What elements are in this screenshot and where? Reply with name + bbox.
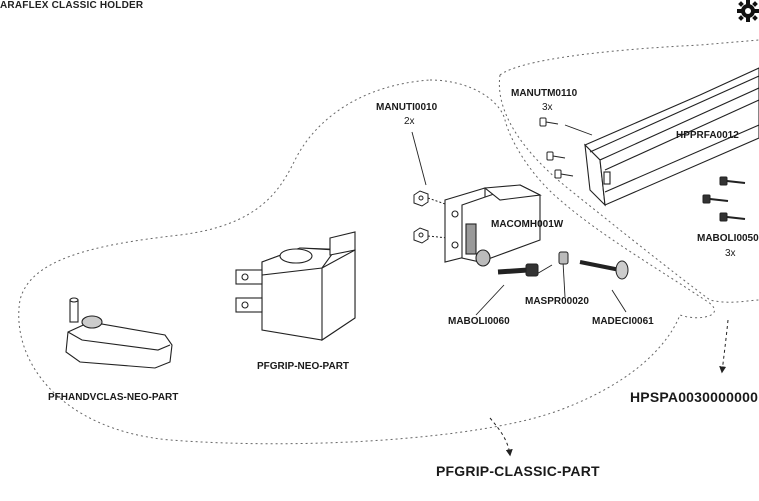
spring-maspr	[558, 251, 569, 265]
handle-classic	[65, 297, 173, 369]
label-maspr-code: MASPR00020	[525, 296, 589, 307]
label-maboli-right-code: MABOLI0050	[697, 233, 759, 244]
nuts-manuti	[413, 190, 449, 244]
label-madeci-code: MADECI0061	[592, 316, 654, 327]
label-macomh-code: MACOMH001W	[491, 219, 564, 230]
bracket-macomh	[444, 184, 542, 267]
group-outline-hpspa	[498, 39, 759, 303]
screws-manutm	[539, 117, 574, 179]
bolt-maboli-center	[497, 263, 539, 277]
grip-neo	[235, 231, 356, 342]
label-manutm-code: MANUTM0110	[511, 88, 578, 99]
label-pfgrip-classic-code: PFGRIP-CLASSIC-PART	[436, 463, 600, 479]
arrow-to-hpspa	[719, 319, 729, 374]
page-title: ARAFLEX CLASSIC HOLDER	[0, 0, 144, 11]
gear-icon	[737, 0, 759, 22]
pin-madeci	[579, 260, 629, 280]
group-outline-pfgrip-classic	[18, 79, 715, 445]
label-maboli-center-code: MABOLI0060	[448, 316, 510, 327]
bolts-maboli-right	[702, 176, 746, 222]
label-hpprfa-code: HPPRFA0012	[676, 130, 739, 141]
label-pfgrip-neo-code: PFGRIP-NEO-PART	[257, 361, 350, 372]
label-manuti-code: MANUTI0010	[376, 102, 438, 113]
arrow-to-pfgrip-classic	[489, 417, 513, 457]
label-manutm-qty: 3x	[542, 102, 553, 113]
label-manuti-qty: 2x	[404, 116, 415, 127]
label-pfhandv-code: PFHANDVCLAS-NEO-PART	[48, 392, 179, 403]
label-maboli-right-qty: 3x	[725, 248, 736, 259]
label-hpspa-code: HPSPA0030000000	[630, 389, 759, 405]
profile-hpprfa	[584, 67, 759, 207]
